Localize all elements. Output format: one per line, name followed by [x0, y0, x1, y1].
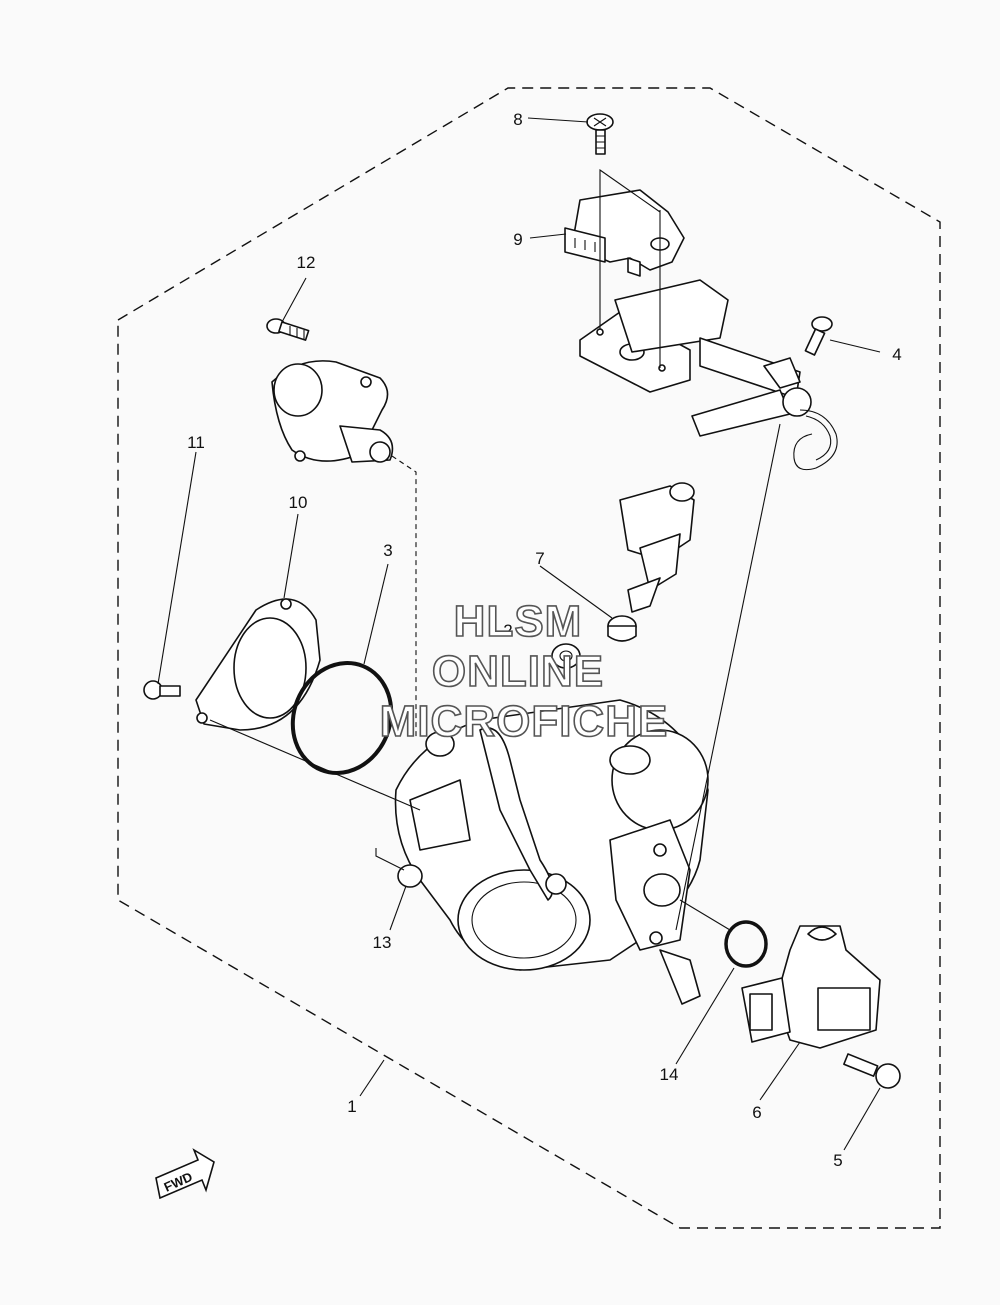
callout-5: 5 [833, 1151, 842, 1170]
callout-11: 11 [187, 433, 205, 452]
throttle-body[interactable] [394, 699, 709, 1005]
idle-air-valve[interactable] [271, 360, 394, 463]
callout-8: 8 [513, 110, 522, 129]
callout-10: 10 [289, 493, 308, 512]
o-ring-14[interactable] [724, 920, 768, 968]
callout-labels: 1 2 3 4 5 6 7 8 9 10 11 12 13 14 [187, 110, 902, 1170]
callout-2: 2 [503, 621, 512, 640]
callout-4: 4 [892, 345, 901, 364]
callout-7: 7 [535, 549, 544, 568]
watermark-line-1: HLSM [454, 597, 583, 646]
callout-12: 12 [297, 253, 316, 272]
screw-5[interactable] [843, 1053, 901, 1089]
o-ring-3[interactable] [277, 648, 408, 788]
watermark-line-2: ONLINE [432, 647, 604, 696]
callout-6: 6 [752, 1103, 761, 1122]
injector[interactable] [619, 482, 695, 613]
fuel-rail[interactable] [579, 279, 838, 471]
nut-2[interactable] [551, 643, 581, 669]
leader-lines [157, 117, 881, 1151]
tps-sensor-6[interactable] [741, 925, 881, 1049]
callout-1: 1 [347, 1097, 356, 1116]
callout-9: 9 [513, 230, 522, 249]
bolt-12[interactable] [266, 318, 310, 341]
callout-13: 13 [373, 933, 392, 952]
screw-11[interactable] [143, 680, 181, 700]
sensor-9[interactable] [564, 189, 685, 277]
watermark: HLSM ONLINE MICROFICHE [379, 596, 669, 747]
fwd-arrow-icon: FWD [155, 1148, 215, 1200]
assembly-boundary [117, 87, 941, 1229]
gasket-10[interactable] [195, 598, 321, 731]
screw-4[interactable] [804, 316, 833, 356]
screw-8[interactable] [586, 113, 614, 155]
callout-14: 14 [660, 1065, 679, 1084]
bolt-13[interactable] [397, 864, 423, 888]
collar-7[interactable] [607, 615, 637, 642]
callout-3: 3 [383, 541, 392, 560]
watermark-line-3: MICROFICHE [380, 697, 669, 746]
